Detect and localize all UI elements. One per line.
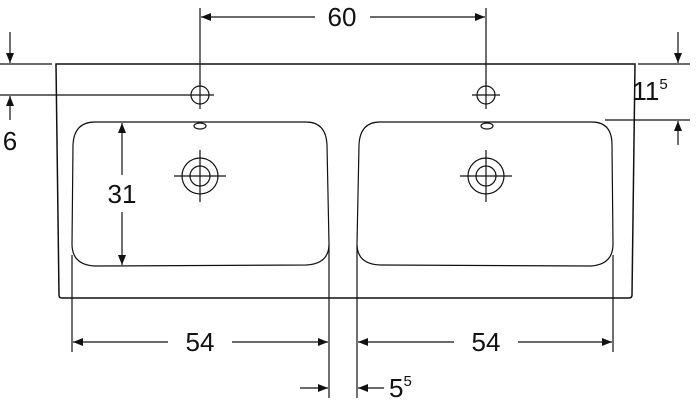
label-back-to-bowl-sup: 5 [659,76,667,93]
left-bowl [71,121,330,267]
label-bowl-depth: 31 [108,179,137,209]
label-tap-hole-spacing: 60 [328,2,357,32]
dim-tap-hole-spacing [199,8,487,84]
label-bowl-gap: 55 [389,373,412,402]
right-bowl [356,121,614,267]
label-back-to-bowl-main: 11 [632,76,659,106]
bottom-extension-lines [71,245,614,398]
basin-outline [55,63,636,299]
label-tap-hole-offset: 6 [3,126,17,156]
label-left-bowl-width: 54 [186,327,215,357]
tap-hole-left [186,81,214,109]
drain-left [174,150,226,202]
tap-hole-right [472,81,500,109]
dim-back-to-bowl [605,32,690,145]
drain-right [460,150,512,202]
label-bowl-gap-sup: 5 [403,373,411,390]
dim-tap-hole-offset [0,32,186,120]
label-back-to-bowl: 115 [632,76,667,106]
label-right-bowl-width: 54 [472,327,501,357]
label-bowl-gap-main: 5 [389,373,403,402]
